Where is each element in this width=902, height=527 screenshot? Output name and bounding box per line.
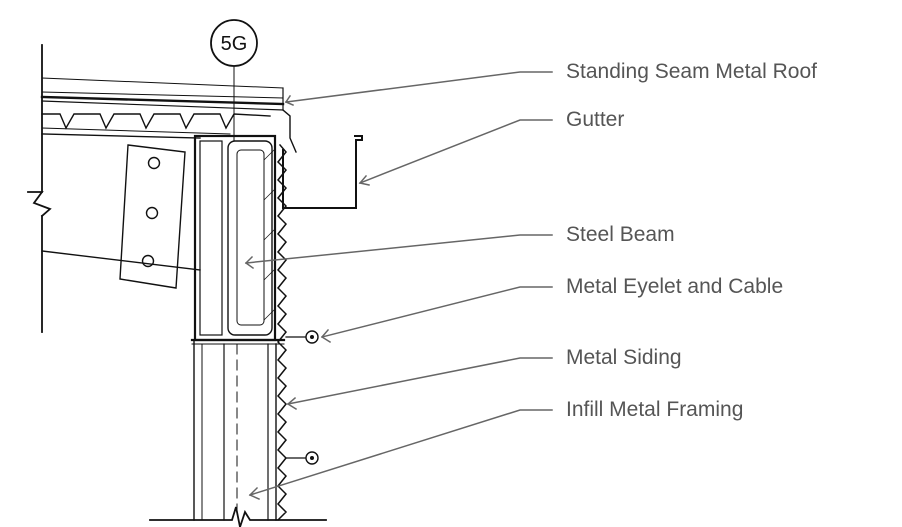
framing-top — [190, 338, 286, 345]
label-infill-metal-framing: Infill Metal Framing — [566, 398, 744, 421]
steel-beam-section — [193, 134, 277, 342]
label-metal-eyelet-and-cable: Metal Eyelet and Cable — [566, 275, 784, 298]
gutter — [282, 135, 363, 209]
label-gutter: Gutter — [566, 108, 625, 131]
connection-plate — [119, 144, 186, 289]
metal-siding — [276, 143, 288, 522]
grid-line-bubble: 5G — [210, 19, 258, 141]
label-metal-siding: Metal Siding — [566, 346, 682, 369]
eyelet-upper — [285, 330, 319, 344]
left-wall — [27, 44, 52, 333]
roof-assembly — [40, 77, 297, 153]
eyelet-lower — [285, 451, 319, 465]
label-standing-seam-metal-roof: Standing Seam Metal Roof — [566, 60, 817, 83]
label-steel-beam: Steel Beam — [566, 223, 675, 246]
bottom-break — [149, 506, 327, 527]
leader-lines — [244, 71, 553, 500]
grid-tag-text: 5G — [221, 33, 248, 55]
beam-web — [41, 133, 201, 271]
infill-framing — [193, 339, 277, 521]
